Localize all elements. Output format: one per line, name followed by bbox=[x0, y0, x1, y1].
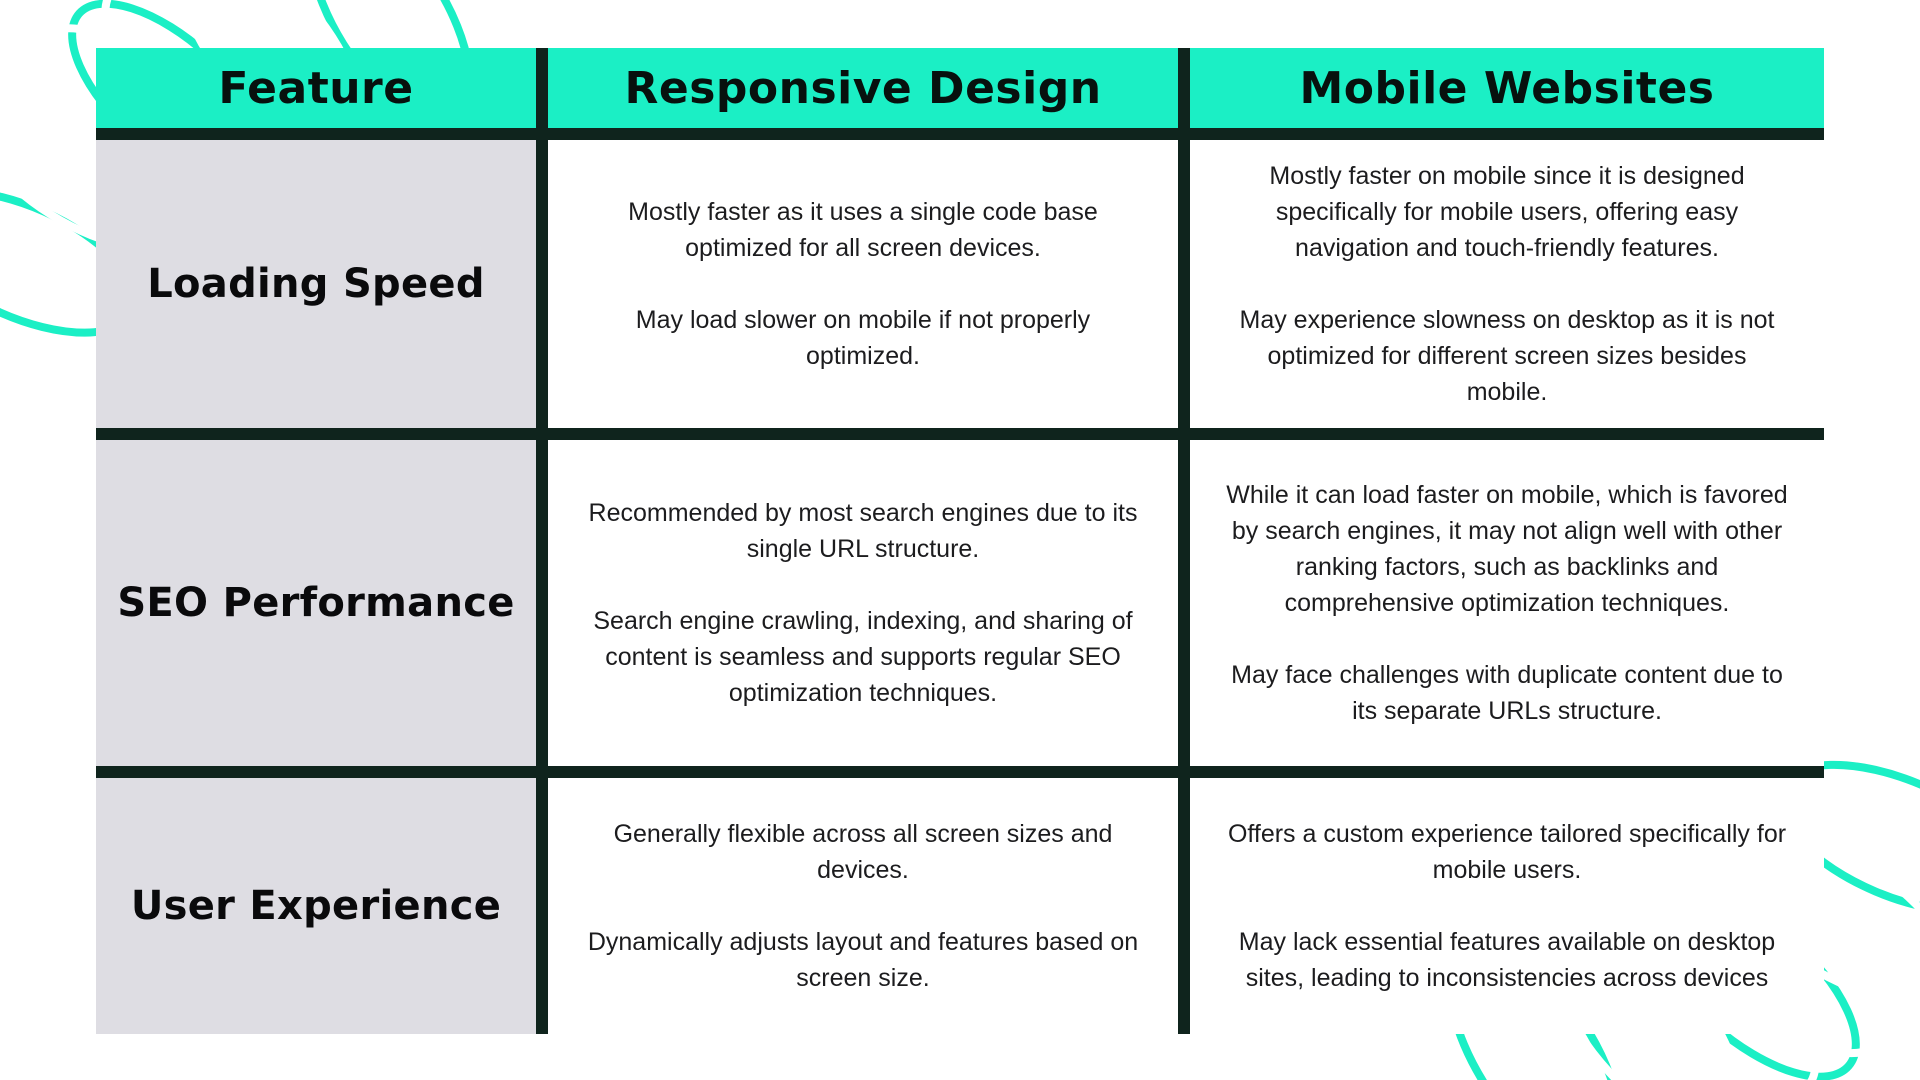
cell-paragraph: May load slower on mobile if not properl… bbox=[635, 306, 1091, 370]
cell-paragraph: May lack essential features available on… bbox=[1238, 928, 1776, 992]
column-header-feature: Feature bbox=[96, 48, 536, 128]
row-label-loading-speed: Loading Speed bbox=[96, 140, 536, 428]
column-header-mobile-websites: Mobile Websites bbox=[1190, 48, 1824, 128]
cell-loading-speed-mobile-websites: Mostly faster on mobile since it is desi… bbox=[1190, 140, 1824, 428]
cell-loading-speed-responsive-design: Mostly faster as it uses a single code b… bbox=[548, 140, 1178, 428]
cell-paragraph: Recommended by most search engines due t… bbox=[588, 499, 1138, 563]
cell-paragraph: While it can load faster on mobile, whic… bbox=[1226, 481, 1788, 617]
column-header-responsive-design: Responsive Design bbox=[548, 48, 1178, 128]
row-label-user-experience: User Experience bbox=[96, 778, 536, 1034]
row-label-seo-performance: SEO Performance bbox=[96, 440, 536, 766]
cell-paragraph: May experience slowness on desktop as it… bbox=[1239, 306, 1775, 406]
cell-paragraph: Dynamically adjusts layout and features … bbox=[587, 928, 1139, 992]
cell-paragraph: Generally flexible across all screen siz… bbox=[613, 820, 1113, 884]
cell-seo-performance-responsive-design: Recommended by most search engines due t… bbox=[548, 440, 1178, 766]
cell-paragraph: Mostly faster as it uses a single code b… bbox=[628, 198, 1098, 262]
cell-user-experience-responsive-design: Generally flexible across all screen siz… bbox=[548, 778, 1178, 1034]
cell-paragraph: Offers a custom experience tailored spec… bbox=[1227, 820, 1787, 884]
cell-paragraph: Mostly faster on mobile since it is desi… bbox=[1269, 162, 1745, 262]
cell-user-experience-mobile-websites: Offers a custom experience tailored spec… bbox=[1190, 778, 1824, 1034]
comparison-table: Feature Responsive Design Mobile Website… bbox=[96, 48, 1824, 1034]
cell-paragraph: Search engine crawling, indexing, and sh… bbox=[593, 607, 1133, 707]
cell-paragraph: May face challenges with duplicate conte… bbox=[1231, 661, 1783, 725]
cell-seo-performance-mobile-websites: While it can load faster on mobile, whic… bbox=[1190, 440, 1824, 766]
